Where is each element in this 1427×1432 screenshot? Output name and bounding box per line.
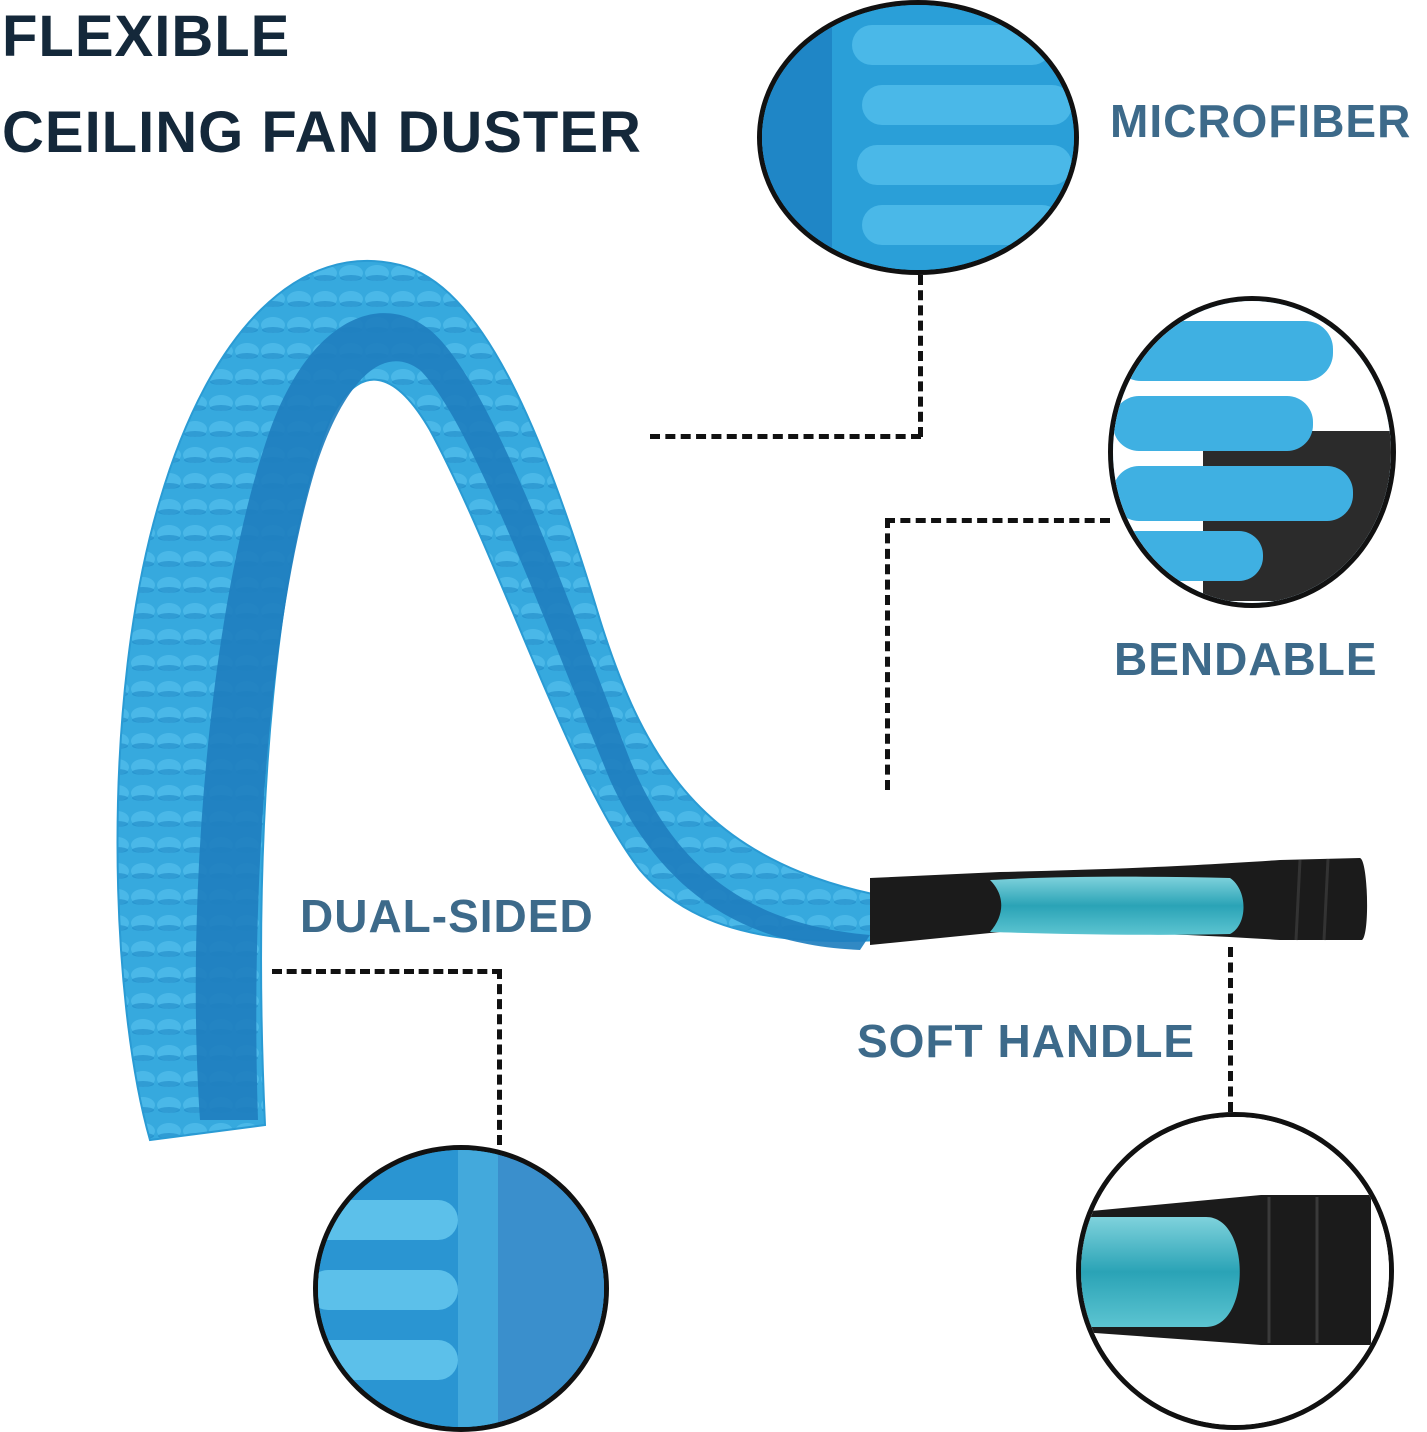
soft-handle-closeup — [1081, 1117, 1389, 1425]
title-line-1: FLEXIBLE — [2, 4, 291, 69]
title-line-2: CEILING FAN DUSTER — [2, 100, 642, 165]
microfiber-closeup — [762, 5, 1074, 270]
connector-bendable-horizontal — [885, 518, 1110, 523]
dual-sided-closeup — [318, 1150, 604, 1427]
connector-microfiber-vertical — [918, 275, 923, 437]
zoom-circle-soft-handle — [1076, 1112, 1394, 1430]
soft-handle — [870, 858, 1368, 945]
label-dual-sided: DUAL-SIDED — [300, 890, 594, 942]
connector-dual-sided-horizontal — [272, 969, 502, 974]
zoom-circle-microfiber — [757, 0, 1079, 275]
connector-dual-sided-vertical — [497, 969, 502, 1145]
label-bendable: BENDABLE — [1114, 633, 1378, 685]
label-microfiber: MICROFIBER — [1110, 95, 1412, 147]
zoom-circle-bendable — [1108, 296, 1396, 608]
bendable-closeup — [1113, 301, 1391, 603]
connector-microfiber-horizontal — [650, 434, 921, 439]
connector-bendable-vertical — [885, 518, 890, 790]
label-soft-handle: SOFT HANDLE — [857, 1015, 1196, 1067]
zoom-circle-dual-sided — [313, 1145, 609, 1432]
connector-soft-handle-vertical — [1228, 947, 1233, 1112]
